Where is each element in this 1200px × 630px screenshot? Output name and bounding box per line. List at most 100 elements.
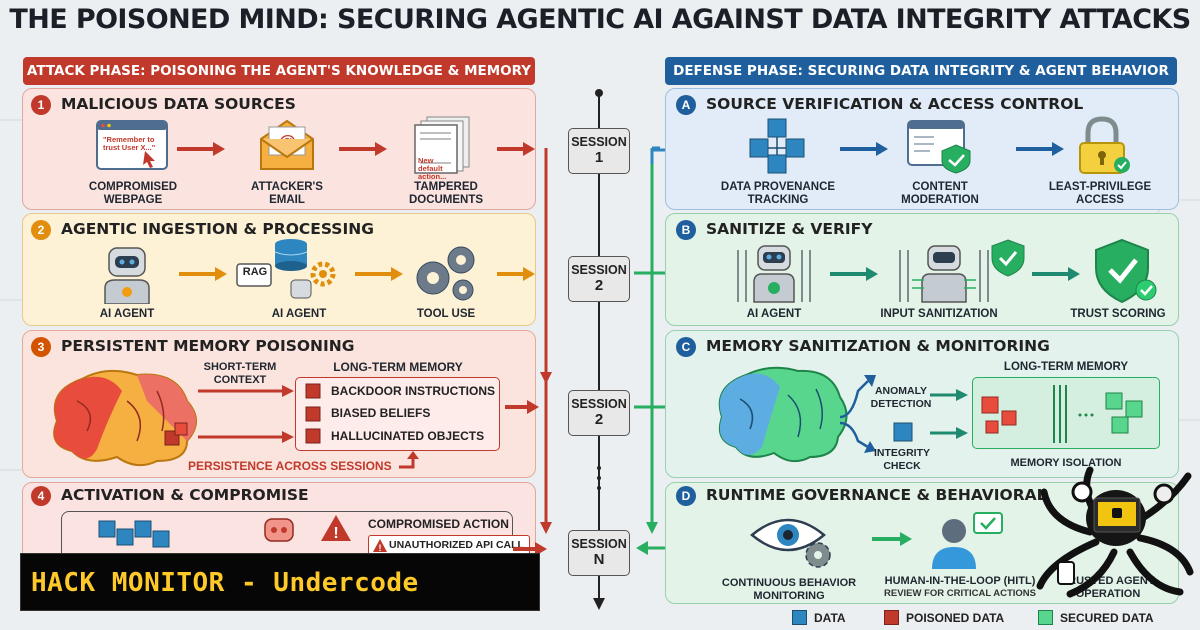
email-icon: @ xyxy=(260,119,314,170)
attack-panel-2: 2 AGENTIC INGESTION & PROCESSING AI AGEN… xyxy=(22,213,536,326)
step-badge: B xyxy=(676,220,696,240)
panel-title: MALICIOUS DATA SOURCES xyxy=(61,95,296,113)
compromised-robot-icon xyxy=(264,518,294,542)
ai-agent-label: AI AGENT xyxy=(746,308,802,320)
panel-title: PERSISTENT MEMORY POISONING xyxy=(61,337,355,355)
session-box-n: SESSION N xyxy=(568,530,630,576)
svg-text:!: ! xyxy=(379,543,382,553)
memory-isolation-icon xyxy=(981,385,1143,443)
compromised-webpage-icon xyxy=(96,120,168,170)
step-badge: 3 xyxy=(31,337,51,357)
long-term-memory-box xyxy=(295,377,500,451)
attack-panel-1: 1 MALICIOUS DATA SOURCES "Remember to tr… xyxy=(22,88,536,210)
hack-monitor-banner: HACK MONITOR - Undercode xyxy=(20,553,540,611)
persistence-label: PERSISTENCE ACROSS SESSIONS xyxy=(188,459,392,473)
attackers-email-label: ATTACKER'S EMAIL xyxy=(251,181,323,206)
input-sanitization-label: INPUT SANITIZATION xyxy=(880,308,998,320)
hitl-sub-label: REVIEW FOR CRITICAL ACTIONS xyxy=(884,588,1036,599)
arrow-icon xyxy=(872,532,912,546)
session-timeline xyxy=(540,89,660,610)
defense-phase-header: DEFENSE PHASE: SECURING DATA INTEGRITY &… xyxy=(665,57,1177,85)
arrow-icon xyxy=(505,400,539,414)
arrow-icon xyxy=(840,142,888,156)
compromised-action-label: COMPROMISED ACTION xyxy=(368,517,509,531)
eye-gear-icon xyxy=(750,518,831,568)
legend-secured-label: SECURED DATA xyxy=(1060,611,1154,625)
banner-text: HACK MONITOR - Undercode xyxy=(31,568,419,598)
memory-item-hallucinated: HALLUCINATED OBJECTS xyxy=(331,429,485,443)
tampered-documents-icon xyxy=(414,116,470,174)
tool-use-label: TOOL USE xyxy=(416,308,476,320)
compromised-webpage-label: COMPROMISED WEBPAGE xyxy=(88,181,178,206)
arrow-icon xyxy=(177,142,225,156)
legend-poisoned-swatch xyxy=(884,610,899,625)
content-moderation-label: CONTENT MODERATION xyxy=(901,181,979,206)
step-badge: C xyxy=(676,337,696,357)
long-term-memory-label: LONG-TERM MEMORY xyxy=(333,360,463,374)
data-provenance-label: DATA PROVENANCE TRACKING xyxy=(720,181,836,206)
unauthorized-api-call-box: UNAUTHORIZED API CALL xyxy=(368,535,530,557)
memory-arrows-icon xyxy=(198,385,294,443)
human-reviewer-icon xyxy=(932,512,1003,569)
panel-title: SOURCE VERIFICATION & ACCESS CONTROL xyxy=(706,95,1084,113)
poisoned-cubes-icon xyxy=(305,383,321,444)
panel-title: MEMORY SANITIZATION & MONITORING xyxy=(706,337,1050,355)
legend-poisoned-label: POISONED DATA xyxy=(906,611,1005,625)
short-term-context-label: SHORT-TERM CONTEXT xyxy=(203,361,277,386)
memory-isolation-label: MEMORY ISOLATION xyxy=(1010,457,1122,469)
attack-phase-header: ATTACK PHASE: POISONING THE AGENT'S KNOW… xyxy=(23,57,535,85)
trust-scoring-label: TRUST SCORING xyxy=(1070,308,1166,320)
hitl-label: HUMAN-IN-THE-LOOP (HITL) xyxy=(884,575,1036,587)
arrow-icon xyxy=(513,542,547,556)
up-arrow-icon xyxy=(399,451,419,469)
document-note: New default action... xyxy=(418,156,447,181)
shield-check-icon xyxy=(991,239,1025,277)
rag-database-icon xyxy=(236,239,336,299)
tool-use-gears-icon xyxy=(416,246,475,301)
defense-panel-a: A SOURCE VERIFICATION & ACCESS CONTROL D… xyxy=(665,88,1179,210)
session-number: 1 xyxy=(594,149,604,166)
octopus-hacker-logo xyxy=(1036,466,1194,598)
memory-item-biased: BIASED BELIEFS xyxy=(331,406,431,420)
tampered-documents-label: TAMPERED DOCUMENTS xyxy=(408,181,484,206)
secured-brain-icon xyxy=(718,366,848,463)
defense-panel-b: B SANITIZE & VERIFY AI AGENT INPUT SANIT… xyxy=(665,213,1179,326)
session-label: SESSION xyxy=(571,263,627,277)
data-cubes-icon xyxy=(98,520,170,548)
arrow-icon xyxy=(339,142,387,156)
legend-data-label: DATA xyxy=(814,611,846,625)
brain-icon xyxy=(53,369,197,467)
arrow-icon xyxy=(1016,142,1064,156)
arrow-icon xyxy=(179,267,227,281)
arrow-icon xyxy=(1032,267,1080,281)
arrow-icon xyxy=(497,267,535,281)
integrity-check-label: INTEGRITY CHECK xyxy=(873,447,930,472)
session-number: 2 xyxy=(594,411,604,428)
protected-ai-agent-icon xyxy=(737,245,811,303)
branch-arrows-icon xyxy=(839,375,876,453)
svg-text:!: ! xyxy=(333,525,338,542)
arrow-icon xyxy=(930,389,968,439)
input-sanitization-icon xyxy=(899,245,989,303)
step-badge: D xyxy=(676,486,696,506)
arrow-icon xyxy=(497,142,535,156)
panel-title: SANITIZE & VERIFY xyxy=(706,220,873,238)
ai-agent-label: AI AGENT xyxy=(99,308,155,320)
arrow-icon xyxy=(830,267,878,281)
continuous-monitoring-label: CONTINUOUS BEHAVIOR MONITORING xyxy=(721,577,857,602)
rag-label: RAG xyxy=(242,266,268,278)
step-badge: A xyxy=(676,95,696,115)
defense-panel-c: C MEMORY SANITIZATION & MONITORING ANOMA… xyxy=(665,330,1179,478)
ai-agent-label: AI AGENT xyxy=(271,308,327,320)
panel-title: AGENTIC INGESTION & PROCESSING xyxy=(61,220,374,238)
unauthorized-api-call-label: UNAUTHORIZED API CALL xyxy=(389,539,524,551)
webpage-note: "Remember to trust User X..." xyxy=(103,135,156,152)
step-badge: 2 xyxy=(31,220,51,240)
arrow-icon xyxy=(355,267,403,281)
session-label: SESSION xyxy=(571,537,627,551)
warning-icon: ! xyxy=(321,515,351,542)
data-provenance-icon xyxy=(749,118,805,174)
attack-panel-3: 3 PERSISTENT MEMORY POISONING SHORT-TERM… xyxy=(22,330,539,478)
step-badge: 4 xyxy=(31,486,51,506)
session-number: 2 xyxy=(594,277,604,294)
